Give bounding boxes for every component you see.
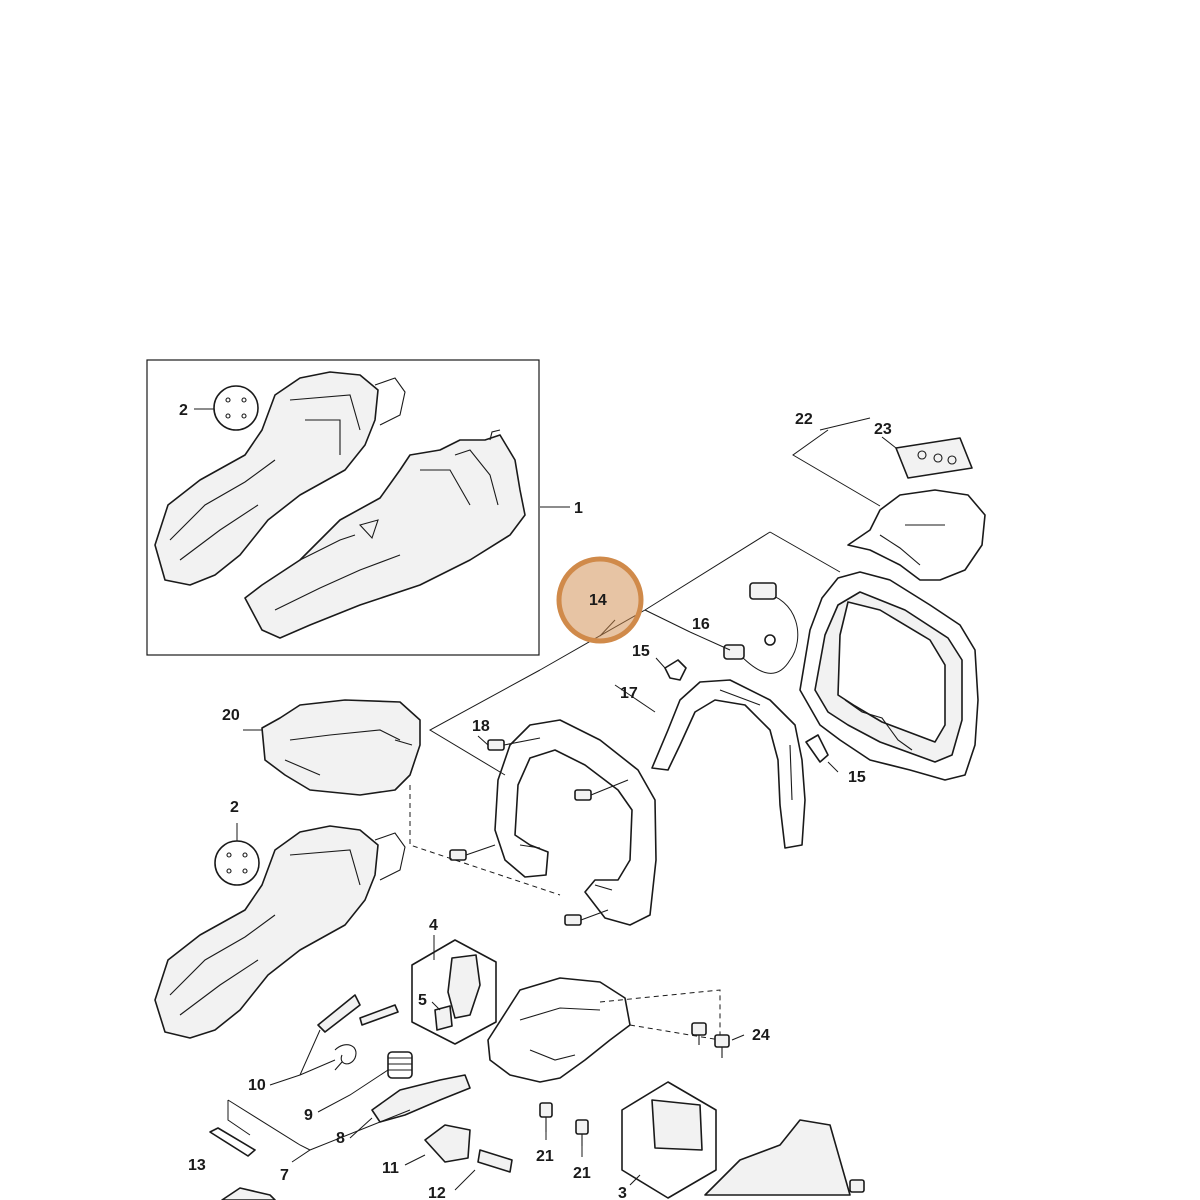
screw-18d bbox=[564, 909, 609, 926]
throttle-trigger bbox=[447, 954, 481, 1019]
spring bbox=[387, 1051, 413, 1079]
screw-24a bbox=[691, 1022, 707, 1045]
screw-18a bbox=[487, 737, 541, 751]
screw-18b bbox=[574, 779, 629, 801]
callout-21a: 21 bbox=[536, 1148, 554, 1165]
callout-14: 14 bbox=[589, 592, 607, 609]
top-cover bbox=[261, 699, 421, 796]
callout-22: 22 bbox=[795, 411, 813, 428]
gasket-disc bbox=[214, 840, 260, 886]
screw-21a bbox=[539, 1102, 553, 1132]
loop-handle bbox=[494, 719, 657, 926]
bottom-part-left bbox=[221, 1187, 276, 1200]
callout-8: 8 bbox=[336, 1130, 345, 1147]
callout-17: 17 bbox=[620, 685, 638, 702]
housing-half-left-kit bbox=[154, 371, 406, 586]
callout-11: 11 bbox=[382, 1160, 399, 1177]
callout-2: 2 bbox=[230, 799, 239, 816]
callout-12: 12 bbox=[428, 1185, 446, 1200]
housing-half-left bbox=[154, 825, 406, 1039]
screw-18c bbox=[449, 844, 496, 861]
highlight-ring bbox=[556, 556, 644, 644]
connector bbox=[477, 1149, 513, 1173]
handle-cover bbox=[847, 489, 986, 581]
callout-15-lower: 15 bbox=[848, 769, 866, 786]
callout-10: 10 bbox=[248, 1077, 266, 1094]
housing-bottom bbox=[704, 1119, 851, 1196]
callout-4: 4 bbox=[429, 917, 438, 934]
callout-5: 5 bbox=[418, 992, 427, 1009]
rear-handle-frame bbox=[799, 571, 979, 781]
gasket-disc-kit bbox=[213, 385, 259, 431]
callout-2-kit: 2 bbox=[179, 402, 188, 419]
clip-upper bbox=[664, 659, 687, 681]
callout-3: 3 bbox=[618, 1185, 627, 1200]
callout-21b: 21 bbox=[573, 1165, 591, 1182]
callout-23: 23 bbox=[874, 421, 892, 438]
callout-7: 7 bbox=[280, 1167, 289, 1184]
cap-block bbox=[651, 1099, 703, 1151]
assembly-guide-right bbox=[599, 989, 721, 1041]
callout-13: 13 bbox=[188, 1157, 206, 1174]
screw-24b bbox=[714, 1034, 730, 1058]
screw-21b bbox=[575, 1119, 589, 1146]
carrier-frame bbox=[487, 977, 631, 1083]
trigger-pad bbox=[434, 1005, 453, 1031]
screw-bottom-right bbox=[849, 1179, 865, 1193]
callout-18: 18 bbox=[472, 718, 490, 735]
housing-half-right-kit bbox=[244, 429, 526, 639]
bow-handle bbox=[651, 679, 806, 849]
cable-switch-assembly bbox=[723, 582, 799, 674]
kit-frame bbox=[146, 359, 540, 656]
assembly-guide-left bbox=[409, 785, 561, 896]
trigger-lever-housing bbox=[317, 994, 361, 1033]
lockout-lever bbox=[371, 1074, 471, 1123]
callout-15-upper: 15 bbox=[632, 643, 650, 660]
callout-20: 20 bbox=[222, 707, 240, 724]
callout-24: 24 bbox=[752, 1027, 770, 1044]
callout-16: 16 bbox=[692, 616, 710, 633]
label-plate bbox=[895, 437, 973, 479]
callout-1: 1 bbox=[574, 500, 583, 517]
clip-lower bbox=[805, 734, 829, 763]
shield-strip bbox=[209, 1127, 256, 1157]
latch bbox=[359, 1004, 399, 1026]
callout-9: 9 bbox=[304, 1107, 313, 1124]
throttle-lever bbox=[424, 1124, 471, 1163]
torsion-spring bbox=[334, 1044, 357, 1071]
